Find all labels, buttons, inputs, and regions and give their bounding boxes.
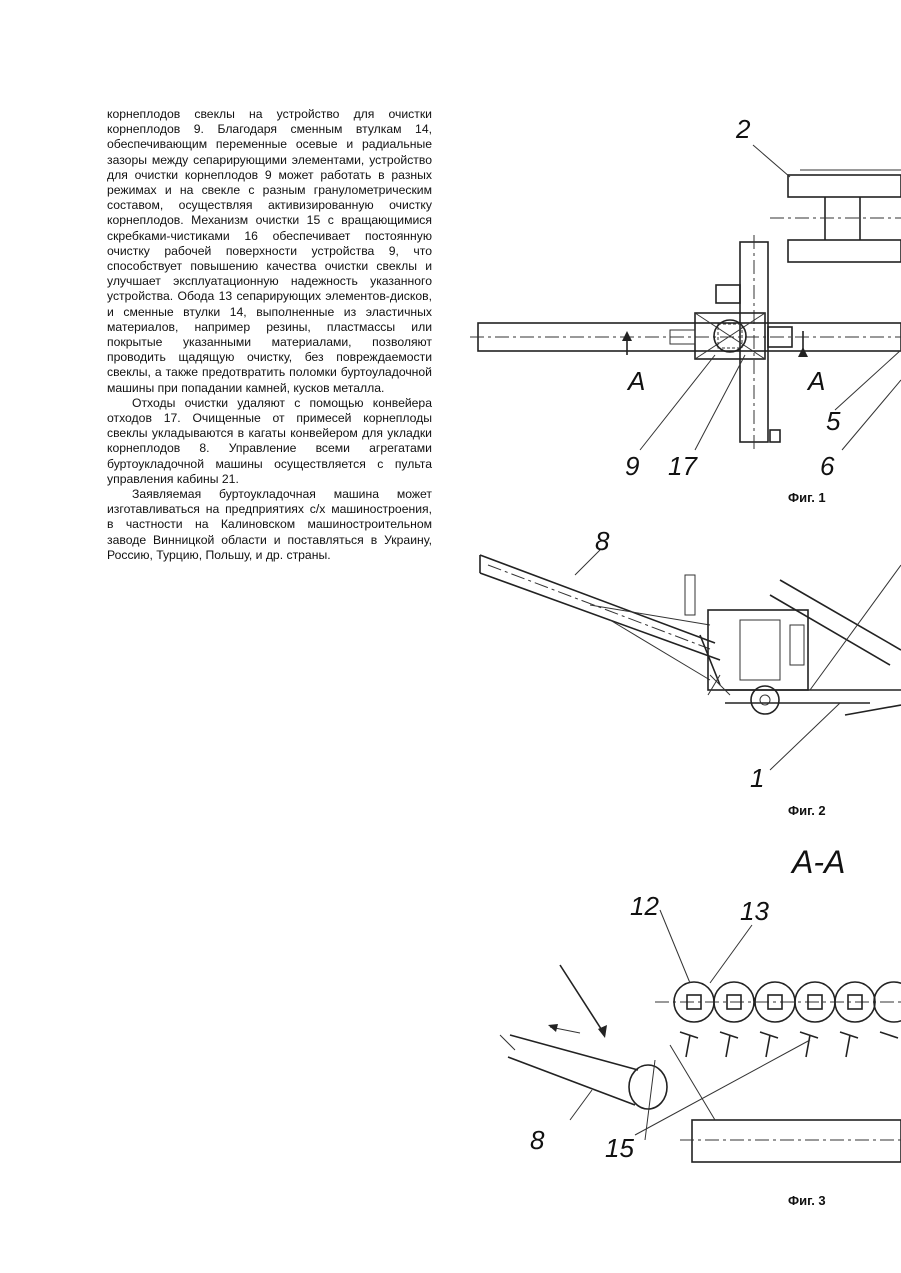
label-13: 13 [740,896,769,926]
figure-1-drawing: 2 A A 5 9 17 6 [470,105,901,525]
label-15: 15 [605,1133,634,1163]
machine-body [708,610,808,690]
frame-top-bar [788,175,901,197]
label-12: 12 [630,891,659,921]
label-A-right: A [806,366,825,396]
label-5: 5 [826,406,841,436]
paragraph-3: Заявляемая буртоукладочная машина может … [107,487,432,563]
paragraph-1: корнеплодов свеклы на устройство для очи… [107,107,432,396]
label-17: 17 [668,451,698,481]
cleaning-scrapers [680,1032,898,1057]
label-8: 8 [595,526,610,556]
figure-3: А-А [470,835,901,1215]
figure-2-drawing: 8 1 [470,525,901,805]
figure-1: 2 A A 5 9 17 6 Фиг. 1 [470,105,901,525]
caption-fig1: Фиг. 1 [788,490,826,505]
figure-2: 8 1 Фиг. 2 [470,525,901,825]
description-text: корнеплодов свеклы на устройство для очи… [107,107,432,563]
caption-fig2: Фиг. 2 [788,803,826,818]
caption-fig3: Фиг. 3 [788,1193,826,1208]
label-8: 8 [530,1125,545,1155]
bottom-beam [692,1120,901,1162]
paragraph-2: Отходы очистки удаляют с помощью конвейе… [107,396,432,487]
label-2: 2 [735,114,751,144]
label-6: 6 [820,451,835,481]
figure-3-drawing: А-А [470,835,901,1195]
section-label: А-А [790,844,845,880]
label-A-left: A [626,366,645,396]
label-9: 9 [625,451,639,481]
label-1: 1 [750,763,764,793]
stacking-conveyor [480,555,715,643]
frame-bottom-bar [788,240,901,262]
